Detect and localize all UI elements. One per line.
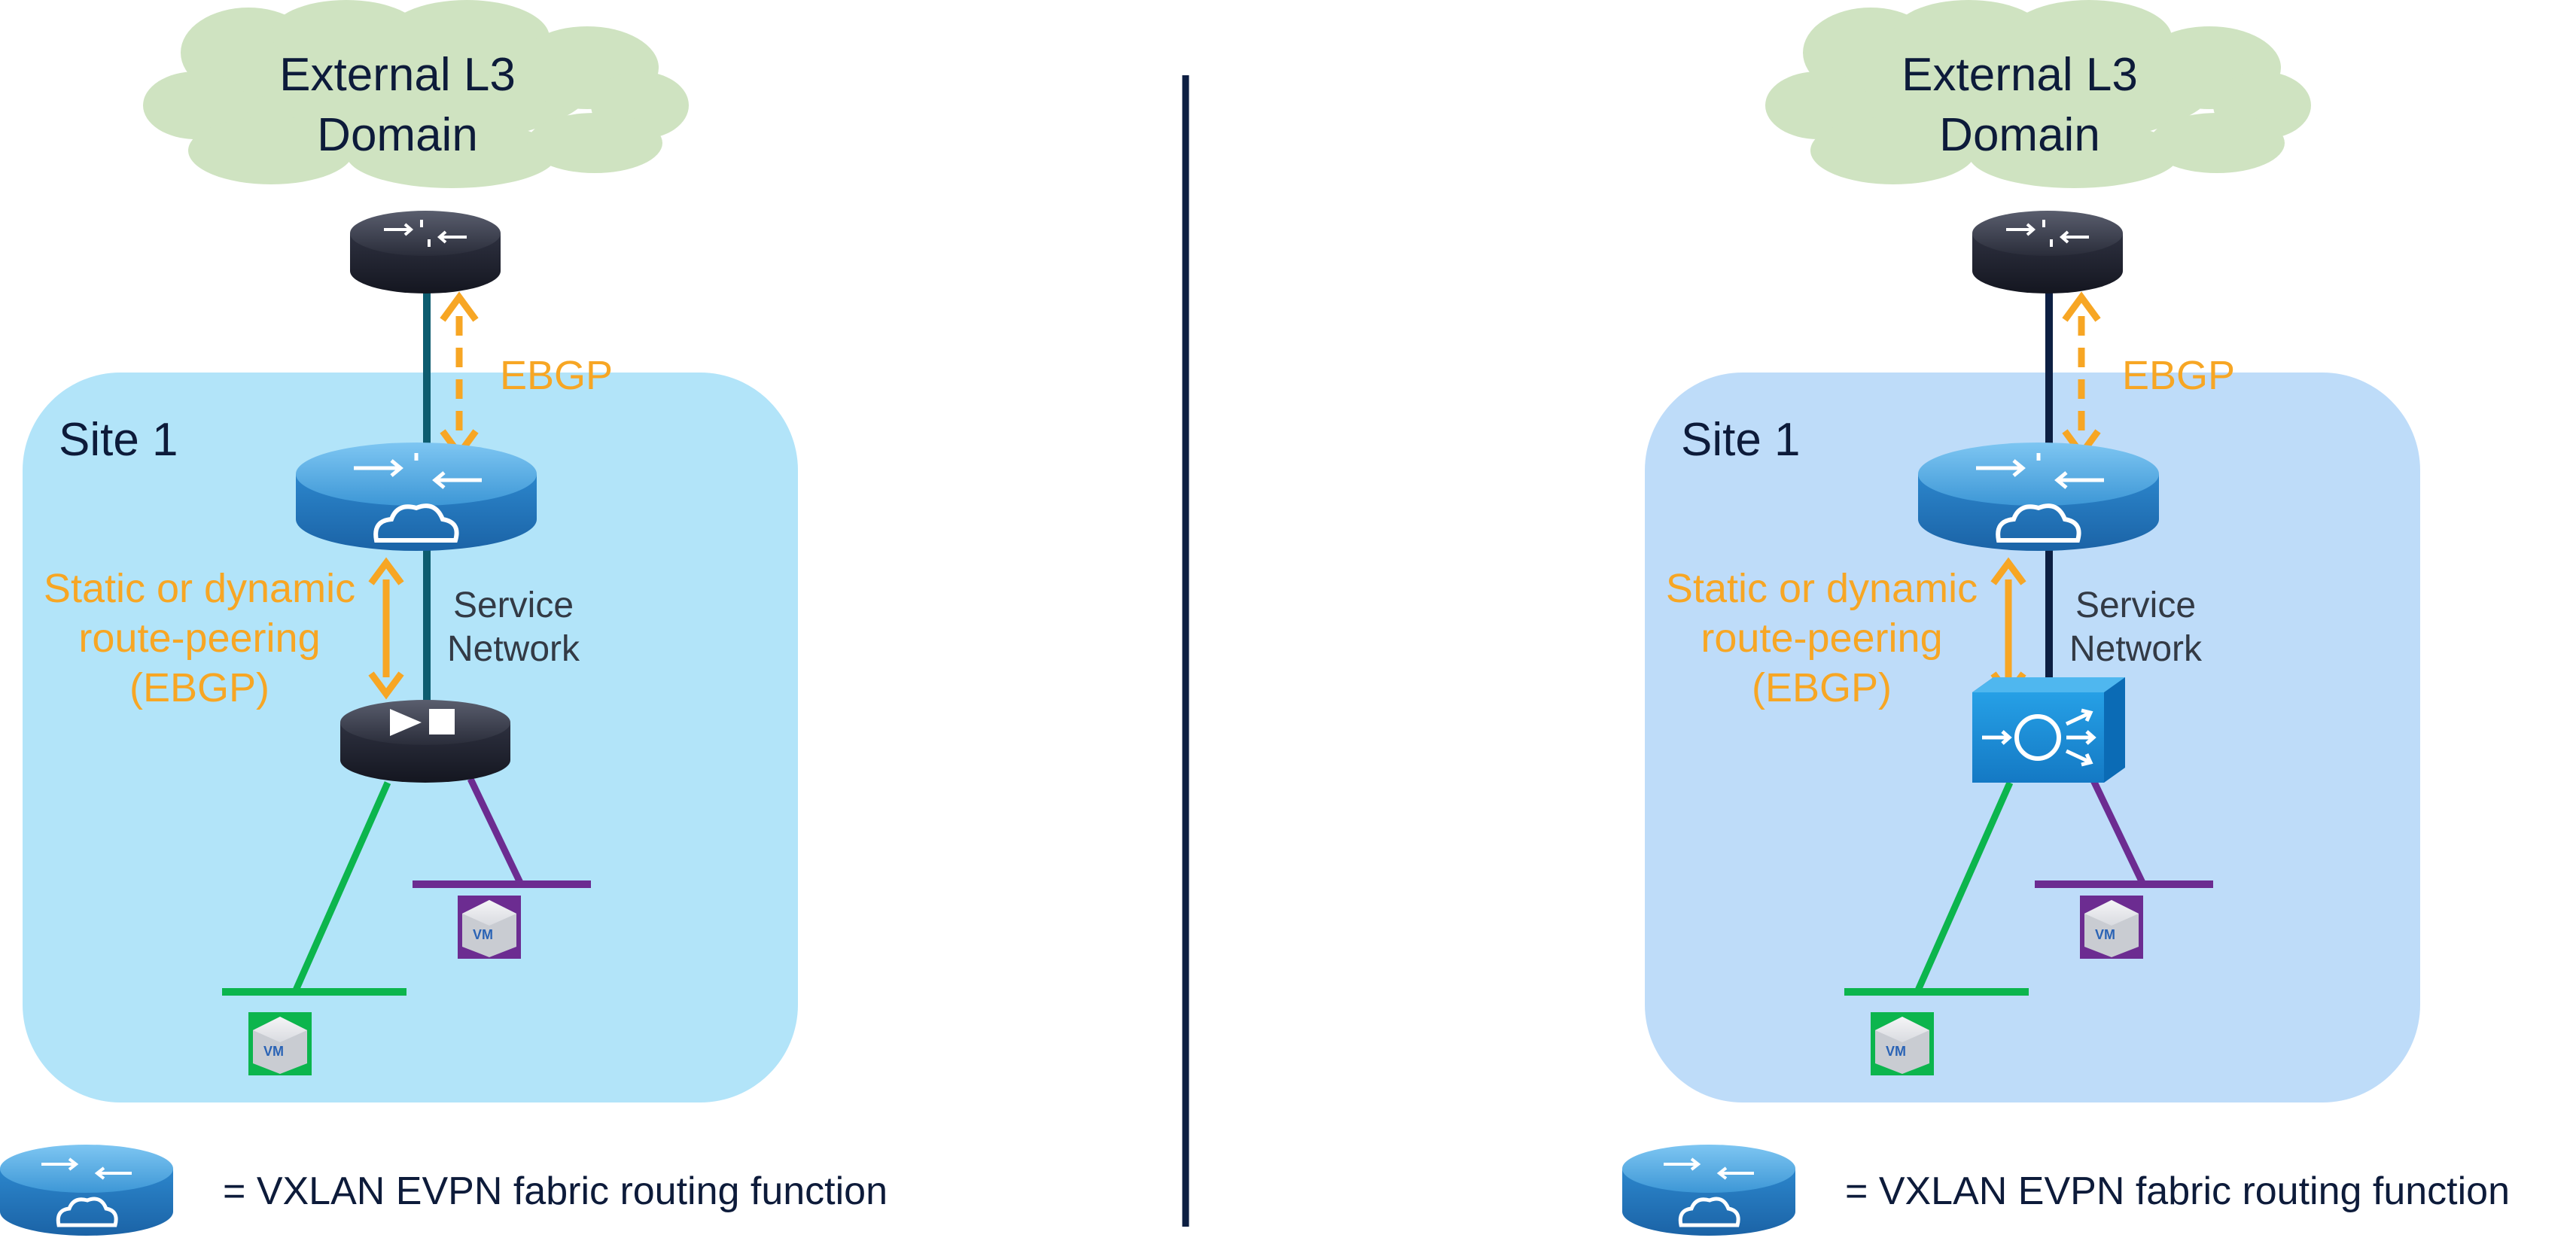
- site-label: Site 1: [1681, 414, 1801, 466]
- external-cloud: External L3 Domain: [1765, 0, 2311, 188]
- purple-segment-link: [2089, 777, 2147, 886]
- firewall-appliance-icon: [1972, 677, 2125, 783]
- purple-segment-link: [467, 777, 525, 886]
- peering-label-line2: route-peering: [78, 616, 320, 661]
- cloud-title-line1: External L3: [279, 49, 516, 101]
- ebgp-label: EBGP: [2122, 353, 2235, 398]
- vm-purple-icon: VM: [458, 896, 521, 959]
- svg-text:VM: VM: [263, 1044, 284, 1059]
- green-segment-link: [1914, 781, 2014, 993]
- panel-left: External L3 Domain Site 1 EBGP Static or…: [0, 0, 888, 1236]
- service-network-line1: Service: [453, 585, 574, 625]
- peering-label-line3: (EBGP): [129, 665, 269, 710]
- external-router-icon: [1972, 211, 2123, 293]
- fabric-router-icon: [296, 443, 537, 551]
- vm-green-icon: VM: [248, 1012, 312, 1075]
- ebgp-label: EBGP: [500, 353, 613, 398]
- site-label: Site 1: [59, 414, 178, 466]
- panel-right: External L3 Domain Site 1 EBGP Static or…: [1622, 0, 2510, 1236]
- svg-text:VM: VM: [2095, 927, 2115, 942]
- svg-text:VM: VM: [1886, 1044, 1906, 1059]
- peering-arrow: [368, 557, 404, 700]
- legend-fabric-router-icon: [1622, 1145, 1795, 1236]
- green-segment-link: [291, 781, 391, 993]
- cloud-title-line2: Domain: [317, 109, 478, 161]
- svg-text:VM: VM: [473, 927, 493, 942]
- external-router-icon: [350, 211, 501, 293]
- load-balancer-icon: [340, 700, 510, 783]
- service-network-line1: Service: [2075, 585, 2196, 625]
- legend-text: = VXLAN EVPN fabric routing function: [1845, 1169, 2510, 1213]
- legend-text: = VXLAN EVPN fabric routing function: [223, 1169, 888, 1213]
- peering-label-line1: Static or dynamic: [44, 566, 355, 611]
- external-cloud: External L3 Domain: [143, 0, 689, 188]
- fabric-router-icon: [1918, 443, 2159, 551]
- peering-label-line1: Static or dynamic: [1666, 566, 1978, 611]
- service-network-line2: Network: [2069, 629, 2203, 669]
- service-network-line2: Network: [447, 629, 580, 669]
- peering-label-line2: route-peering: [1701, 616, 1942, 661]
- legend-fabric-router-icon: [0, 1145, 173, 1236]
- cloud-title-line2: Domain: [1939, 109, 2100, 161]
- vm-purple-icon: VM: [2080, 896, 2143, 959]
- cloud-title-line1: External L3: [1902, 49, 2138, 101]
- peering-label-line3: (EBGP): [1752, 665, 1892, 710]
- vm-green-icon: VM: [1871, 1012, 1934, 1075]
